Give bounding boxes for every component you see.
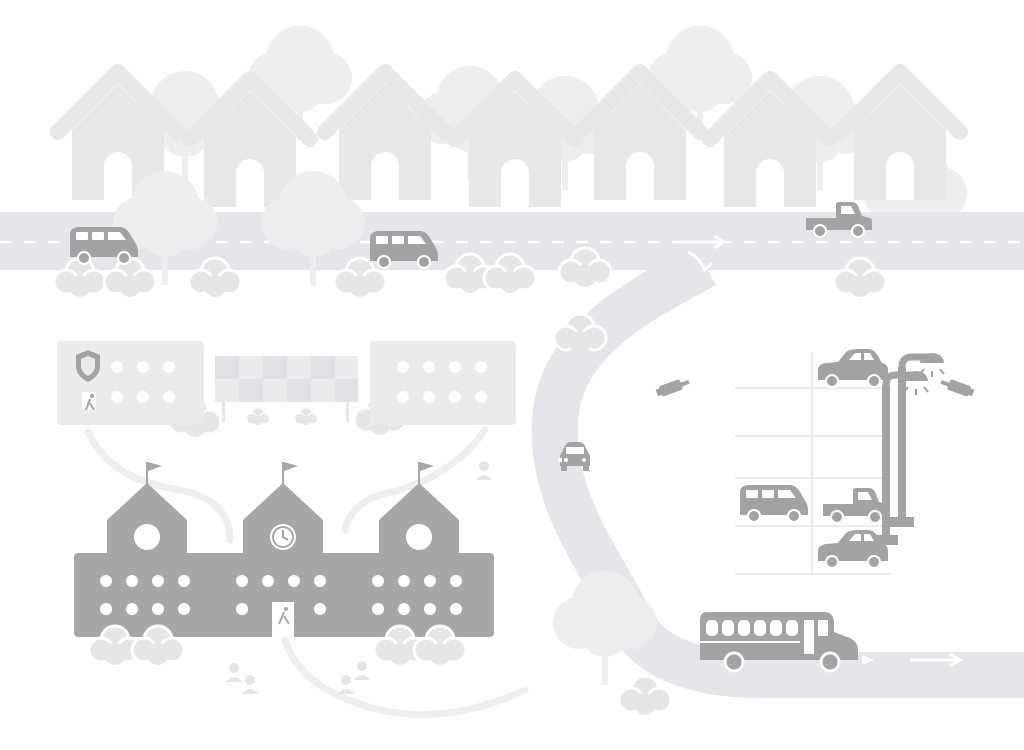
parked-sedan bbox=[817, 348, 889, 388]
flag bbox=[282, 462, 298, 487]
people bbox=[226, 461, 492, 694]
arrow-right-icon bbox=[680, 234, 727, 250]
walking-paths bbox=[84, 426, 529, 718]
hatchback-car bbox=[558, 442, 590, 471]
walking-person-icon bbox=[272, 602, 294, 637]
walking-person-icon bbox=[82, 392, 96, 411]
arrow-right-icon bbox=[862, 652, 963, 668]
parking-lot bbox=[655, 348, 975, 575]
road-vehicles bbox=[69, 201, 873, 471]
small-buildings bbox=[57, 341, 516, 426]
parked-pickup bbox=[822, 487, 890, 524]
school-building bbox=[74, 462, 494, 637]
playground bbox=[215, 356, 358, 426]
school-bus bbox=[700, 612, 858, 673]
winding-road bbox=[531, 244, 1024, 698]
flag bbox=[146, 462, 162, 487]
security-camera-icon bbox=[655, 379, 690, 397]
house-7 bbox=[840, 72, 960, 200]
security-camera-icon bbox=[940, 379, 975, 397]
clock-icon bbox=[270, 524, 296, 550]
shield-icon bbox=[76, 350, 100, 382]
flag bbox=[418, 462, 434, 487]
parked-minivan bbox=[739, 484, 809, 523]
